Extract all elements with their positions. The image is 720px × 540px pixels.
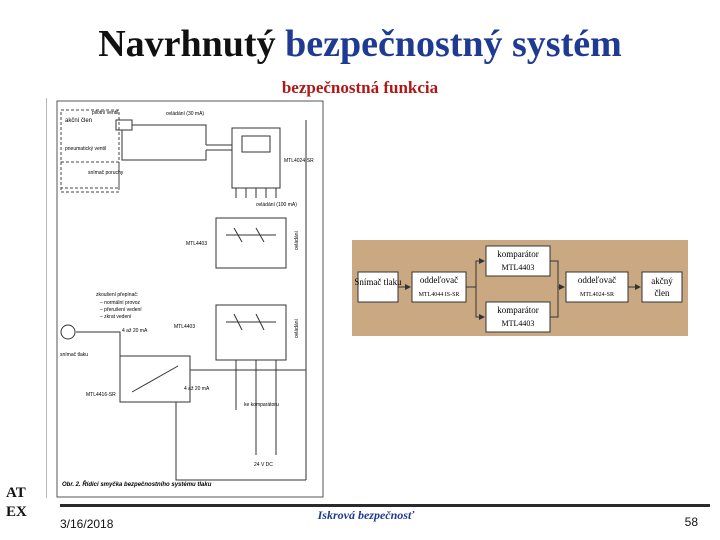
logo-line-2: EX (6, 504, 27, 520)
comparator-top-model: MTL4403 (502, 263, 535, 272)
mtl4024-label: MTL4024-SR (284, 158, 314, 164)
pressure-sensor-symbol (60, 324, 76, 340)
mode-normal-label: – normální provoz (100, 300, 141, 306)
footer-text: Iskrová bezpečnosť (317, 508, 415, 522)
comparator-bottom-node (485, 301, 551, 333)
separator2-text: oddeľovač (578, 275, 616, 285)
control-current-label: ovládání (100 mA) (256, 202, 297, 208)
mtl4403-mid-contacts (226, 313, 276, 331)
mtl4416-diagonal (131, 365, 179, 393)
pneumatic-valve-label: pneumatický ventil (65, 146, 106, 152)
pilot-valve-label: pilotní ventil (92, 110, 118, 116)
fault-sensor-box (60, 161, 120, 189)
comparator-bottom-text: komparátor (497, 305, 538, 315)
arrow-separator1-comparator-bottom (475, 287, 485, 320)
side-label-2: ovládání (294, 318, 300, 338)
fault-sensor-label: snímač poruchy (88, 170, 124, 176)
comparator-top-node (485, 245, 551, 277)
to-comparator-label: ke komparátoru (244, 402, 279, 408)
separator1-text: oddeľovač (420, 275, 458, 285)
mtl4403-top-module (215, 217, 287, 269)
mtl4416-module (119, 355, 191, 403)
atex-logo: AT EX (6, 484, 46, 522)
title-part-1: Navrhnutý (98, 23, 276, 65)
sensor-text: Snímač tlaku (354, 277, 402, 287)
mtl4403-top-contacts (226, 227, 276, 243)
actuator-text-1: akčný (651, 276, 673, 286)
slide-subtitle: bezpečnostná funkcia (281, 78, 439, 97)
footer-date: 3/16/2018 (60, 517, 114, 531)
footer-rule (60, 504, 710, 507)
comparator-bottom-model: MTL4403 (502, 319, 535, 328)
arrow-separator1-comparator-top (466, 258, 485, 288)
mode-short-label: – zkrat vedení (100, 314, 132, 320)
side-label-1: ovládání (294, 230, 300, 250)
switching-current-label: ovládání (30 mA) (166, 111, 204, 117)
mtl4403-mid-label: MTL4403 (174, 324, 195, 330)
top-wiring (121, 124, 207, 161)
current-range-bot-label: 4 až 20 mA (184, 386, 210, 392)
separator1-model: MTL4044 IS-SR (419, 292, 460, 298)
separator2-model: MTL4024-SR (580, 292, 614, 298)
schematic-caption: Obr. 2. Řídicí smyčka bezpečnostního sys… (62, 480, 212, 488)
line-comparator-bottom-separator2 (550, 287, 559, 318)
logo-line-1: AT (6, 485, 26, 501)
mtl4403-top-label: MTL4403 (186, 241, 207, 247)
title-part-2: bezpečnostný systém (285, 23, 622, 65)
comparator-top-text: komparátor (497, 249, 538, 259)
current-range-top-label: 4 až 20 mA (122, 328, 148, 334)
supply-wiring (76, 120, 307, 481)
separator1-node (411, 271, 467, 303)
schematic-frame (56, 100, 324, 498)
page-number: 58 (684, 515, 698, 529)
pressure-sensor-label: snímač tlaku (60, 352, 88, 358)
mode-fault-label: – přerušení vedení (100, 307, 142, 313)
circuit-schematic: akční člen pilotní ventil pneumatický ve… (56, 100, 324, 498)
arrow-comparator-top-separator2 (550, 260, 565, 290)
actuator-label: akční člen (65, 118, 92, 124)
supply-label: 24 V DC (254, 462, 273, 468)
mtl4416-label: MTL4416-SR (86, 392, 116, 398)
mtl4024-pins (206, 144, 277, 198)
block-diagram: Snímač tlaku oddeľovač MTL4044 IS-SR kom… (352, 240, 688, 336)
actuator-node (641, 271, 683, 303)
slide-title: Navrhnutý bezpečnostný systém (0, 22, 720, 66)
left-divider (46, 98, 47, 498)
fault-switch-label: zkoušení přepínač: (96, 292, 138, 298)
mtl4403-mid-module (215, 304, 287, 361)
actuator-text-2: člen (655, 288, 670, 298)
mtl4024-relay (241, 135, 271, 153)
